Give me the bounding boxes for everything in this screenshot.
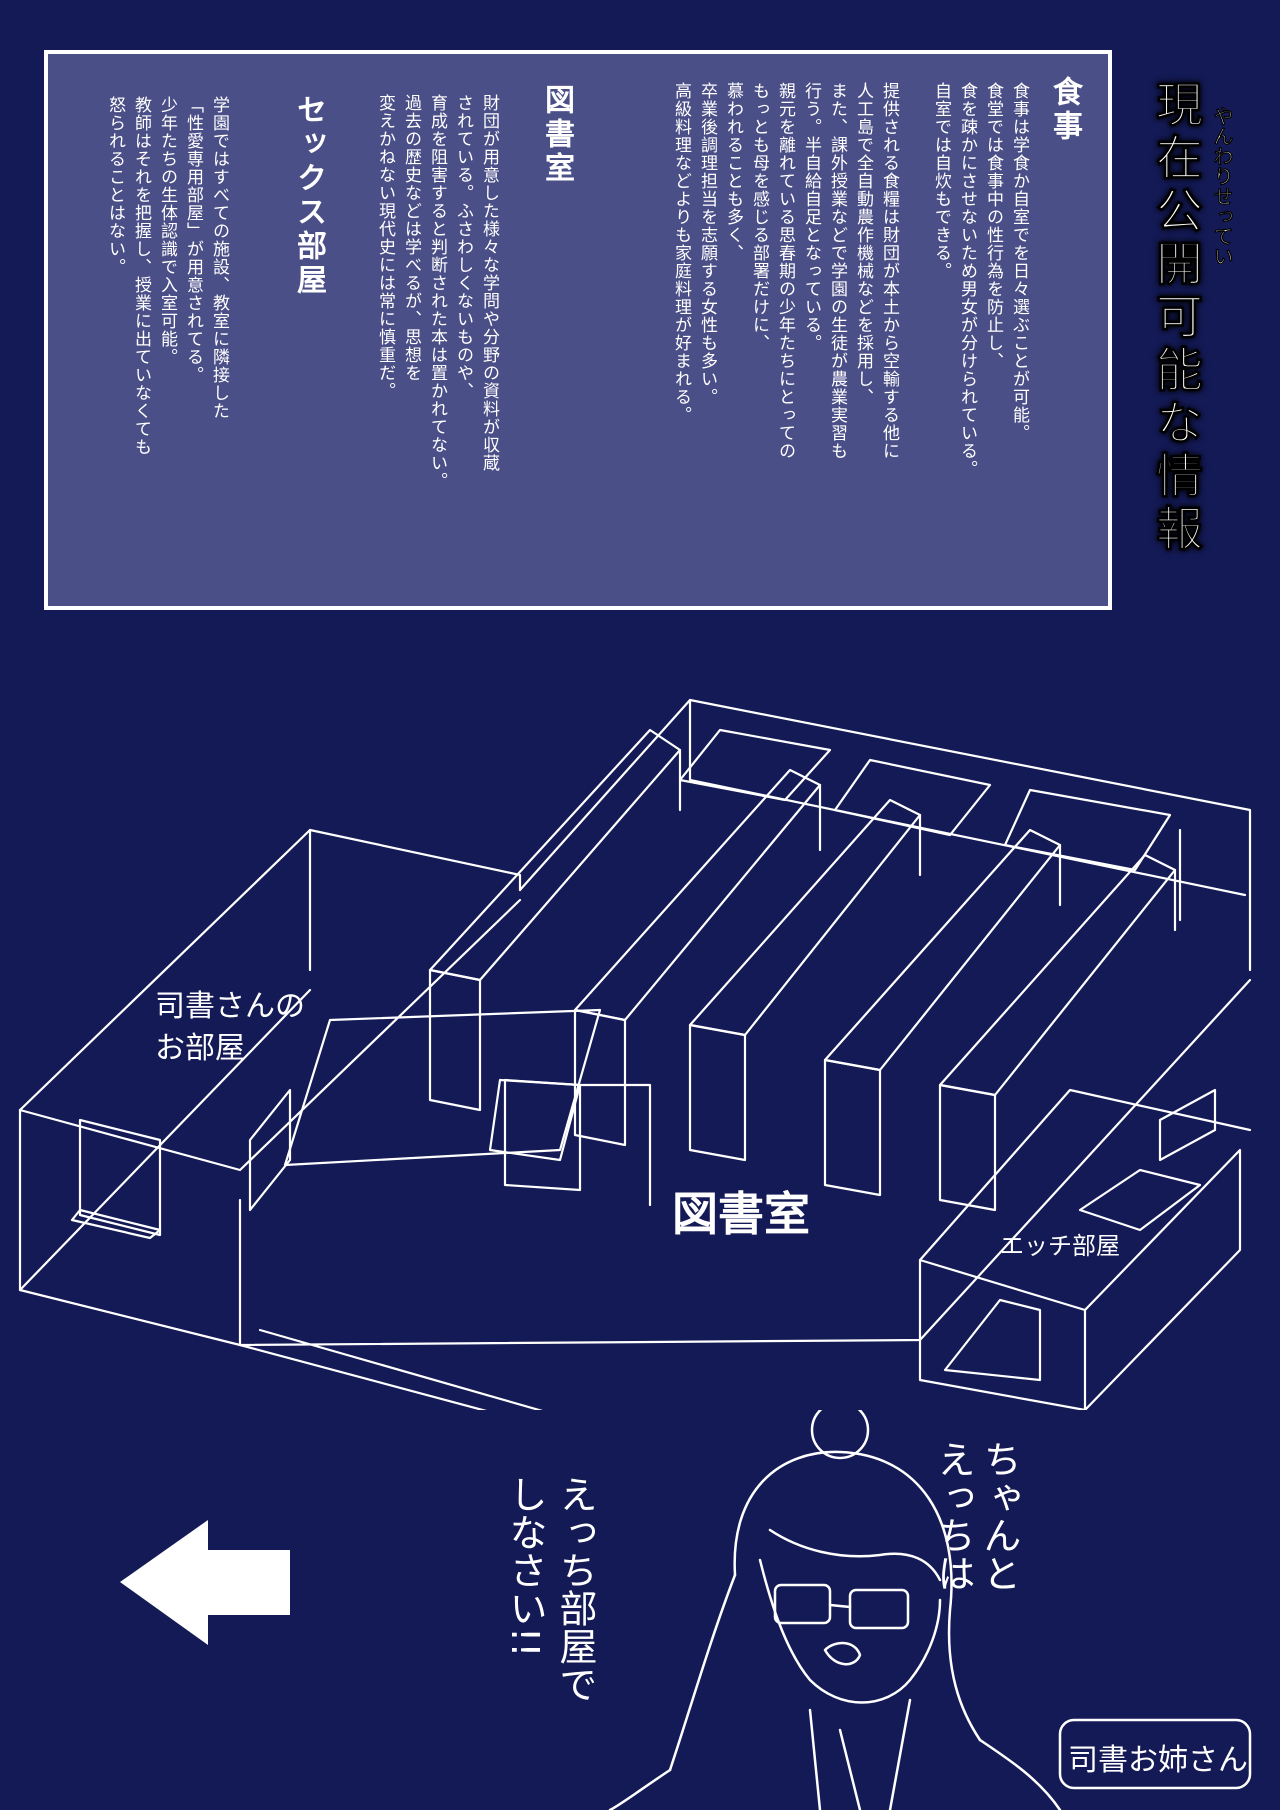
librarian-figure	[608, 1410, 1062, 1810]
librarian-room-outline	[18, 828, 522, 1347]
section-title-meal: 食事	[1047, 76, 1082, 144]
section-body-library: 財団が用意した様々な学問や分野の資料が収蔵 されている。ふさわしくないものや、 …	[375, 94, 499, 490]
section-body-sex-room: 学園ではすべての施設、教室に隣接した 「性愛専用部屋」が用意されてる。 少年たち…	[105, 96, 229, 456]
speech-line-2: えっち部屋で しなさい!!	[503, 1475, 597, 1703]
caption-text: 司書お姉さん	[1068, 1743, 1248, 1778]
library-floor-map	[18, 698, 1252, 1410]
back-arrow-icon[interactable]	[120, 1520, 295, 1645]
section-title-sex-room: セックス部屋	[291, 94, 326, 298]
info-panel: 食事 食事は学食か自室でを日々選ぶことが可能。 食堂では食事中の性行為を防止し、…	[44, 50, 1112, 610]
speech-line-1: ちゃんと えっちは	[931, 1440, 1021, 1592]
ecchi-room-outline	[918, 1088, 1252, 1410]
label-librarian-room: 司書さんの お部屋	[155, 989, 305, 1066]
label-ecchi-room: エッチ部屋	[1000, 1232, 1120, 1260]
librarian-sketch	[608, 1410, 1252, 1810]
bookshelves	[428, 728, 1177, 1212]
label-library: 図書室	[672, 1187, 810, 1241]
caption-box	[1058, 1718, 1252, 1790]
title-ruby: やんわりせってい	[1210, 106, 1235, 267]
page-title: 現在公開可能な情報	[1147, 80, 1203, 558]
section-body-meal: 食事は学食か自室でを日々選ぶことが可能。 食堂では食事中の性行為を防止し、 食を…	[671, 82, 1029, 478]
section-title-library: 図書室	[539, 84, 574, 186]
